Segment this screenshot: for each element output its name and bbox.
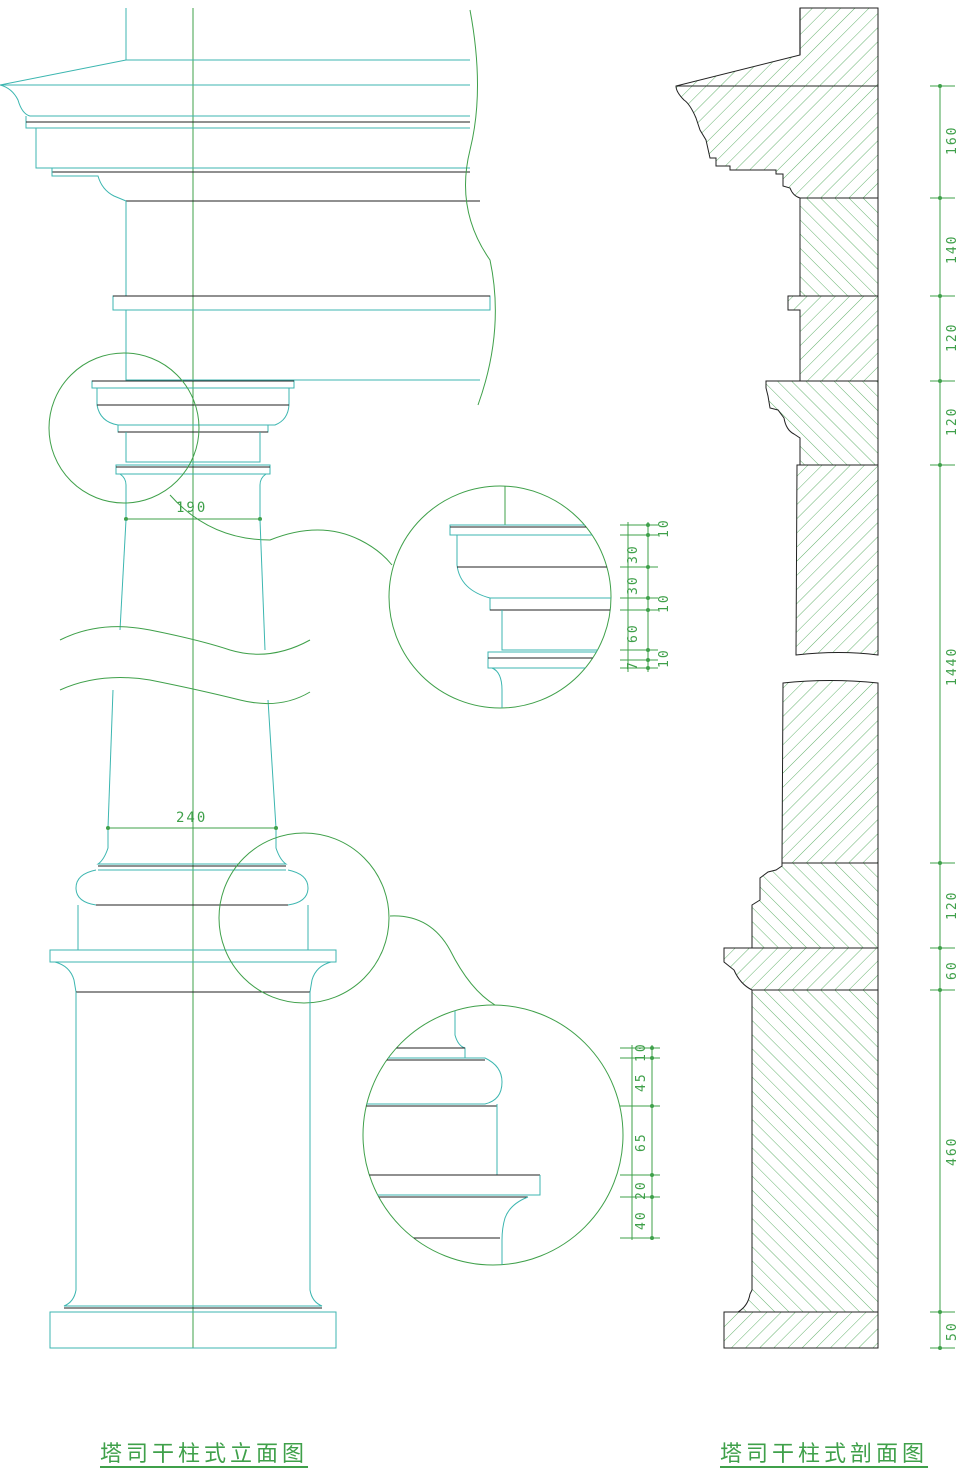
base-detail-marker <box>218 832 390 1004</box>
section-shaft-upper <box>795 464 879 656</box>
dim-top-diameter: 190 <box>124 500 262 521</box>
section-architrave <box>787 295 879 382</box>
section-drawing: 160 140 120 120 1440 120 60 460 50 <box>675 7 960 1350</box>
shaft <box>107 519 277 829</box>
section-dim-2: 140 <box>945 235 960 264</box>
cap-dim-1: 10 <box>657 518 672 538</box>
entablature <box>0 59 491 381</box>
section-dim-8: 460 <box>945 1137 960 1166</box>
section-dim-7: 60 <box>945 960 960 980</box>
cap-dim-7: 7 <box>626 660 641 670</box>
shaft-break-top <box>59 626 311 655</box>
section-pedestal-cap <box>723 947 879 991</box>
cap-dim-4: 10 <box>657 593 672 613</box>
break-line-entablature <box>465 9 496 406</box>
shaft-break-bottom <box>59 677 311 705</box>
section-cornice <box>675 7 879 199</box>
section-pedestal-die <box>736 989 879 1313</box>
cap-dim-6: 10 <box>657 648 672 668</box>
cap-dim-3: 30 <box>626 575 641 595</box>
section-capital <box>765 380 879 466</box>
cap-dim-2: 30 <box>626 544 641 564</box>
section-base <box>751 862 879 949</box>
section-caption: 塔司干柱式剖面图 <box>720 1442 929 1467</box>
base-detail: 10 45 65 20 40 <box>362 1004 660 1266</box>
capital-detail-marker <box>48 352 200 504</box>
section-dim-5: 1440 <box>945 647 960 686</box>
capital-detail: 10 30 30 10 60 10 7 <box>388 485 672 709</box>
column-base <box>49 830 337 993</box>
base-dim-3: 65 <box>634 1132 649 1152</box>
base-dim-2: 45 <box>634 1072 649 1092</box>
section-frieze <box>799 197 879 297</box>
capital-leader <box>169 494 393 566</box>
dim-bottom-diameter-label: 240 <box>176 810 207 826</box>
elevation-caption: 塔司干柱式立面图 <box>100 1442 309 1467</box>
section-pedestal-plinth <box>723 1311 879 1349</box>
capital <box>91 380 295 520</box>
base-dim-1: 10 <box>634 1042 649 1062</box>
dim-bottom-diameter: 240 <box>106 810 278 830</box>
section-dim-6: 120 <box>945 891 960 920</box>
cap-dim-5: 60 <box>626 623 641 643</box>
base-dim-5: 40 <box>634 1210 649 1230</box>
section-dim-3: 120 <box>945 323 960 352</box>
elevation-drawing: 190 240 <box>0 8 496 1349</box>
section-dim-1: 160 <box>945 126 960 155</box>
section-dim-4: 120 <box>945 407 960 436</box>
dim-top-diameter-label: 190 <box>176 500 207 516</box>
pedestal <box>49 992 337 1349</box>
base-dim-4: 20 <box>634 1180 649 1200</box>
base-leader <box>389 915 496 1006</box>
section-shaft-lower <box>781 680 879 864</box>
section-dim-9: 50 <box>945 1321 960 1341</box>
